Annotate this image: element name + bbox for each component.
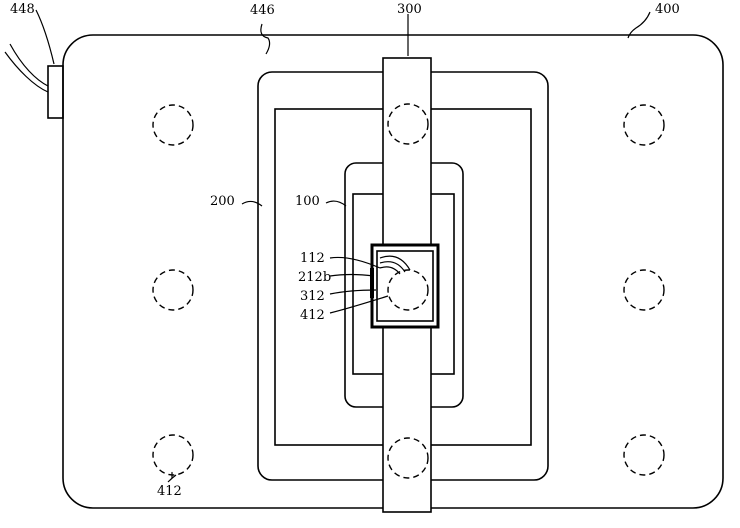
coil-top-right [623, 104, 665, 146]
coil-bot-center [387, 437, 429, 479]
label-446: 446 [250, 3, 275, 18]
label-448: 448 [10, 2, 35, 17]
coil-mid-center [387, 269, 429, 311]
label-400: 400 [655, 2, 680, 17]
coils [152, 103, 665, 479]
label-412-center: 412 [300, 308, 325, 323]
cable-2 [4, 51, 49, 93]
watch-body-inner [376, 250, 434, 322]
label-212b: 212b [298, 270, 331, 285]
label-312: 312 [300, 289, 325, 304]
cable [9, 43, 49, 87]
coil-bot-left [152, 434, 194, 476]
leader-lines [35, 9, 651, 483]
label-412-corner: 412 [157, 484, 182, 499]
label-100: 100 [295, 194, 320, 209]
label-200: 200 [210, 194, 235, 209]
coil-bot-right [623, 434, 665, 476]
coil-top-center [387, 103, 429, 145]
coil-top-left [152, 104, 194, 146]
coil-mid-left [152, 269, 194, 311]
label-300: 300 [397, 2, 422, 17]
label-112: 112 [300, 251, 325, 266]
cable-connector [47, 65, 64, 119]
coil-mid-right [623, 269, 665, 311]
